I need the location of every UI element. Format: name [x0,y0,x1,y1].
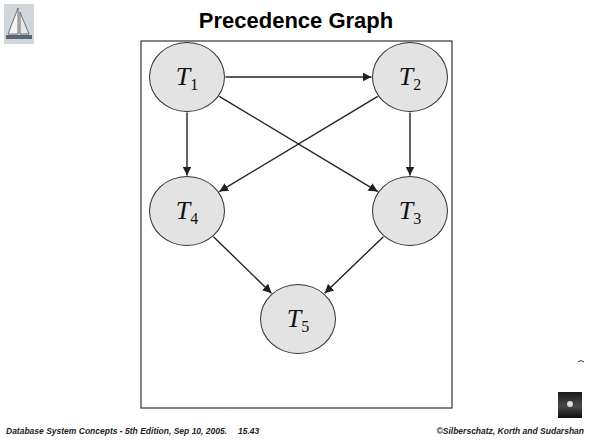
node-label: T4 [176,196,198,226]
precedence-arrow [226,76,372,77]
node-label: T3 [399,196,421,226]
node-label: T2 [399,62,421,92]
footer-text: ©Silberschatz, Korth and Sudarshan [437,426,584,436]
slide-title: Precedence Graph [0,8,592,34]
precedence-arrow [213,237,271,293]
sunset-icon [558,392,582,418]
precedence-arrow [219,96,377,191]
precedence-arrow [325,237,384,294]
node-label: T1 [176,62,198,92]
sailboat-icon [4,4,34,44]
transaction-node: T4 [149,176,225,246]
transaction-node: T5 [260,284,336,354]
footer-text: Database System Concepts - 5th Edition, … [6,426,227,436]
transaction-node: T3 [372,176,448,246]
stray-mark [578,361,584,363]
precedence-arrow [409,113,410,176]
precedence-arrow [186,113,187,176]
figure-frame [141,41,452,408]
node-label: T5 [287,304,309,334]
transaction-node: T2 [372,42,448,112]
precedence-arrow [219,96,377,191]
footer-text: 15.43 [238,426,259,436]
transaction-node: T1 [149,42,225,112]
